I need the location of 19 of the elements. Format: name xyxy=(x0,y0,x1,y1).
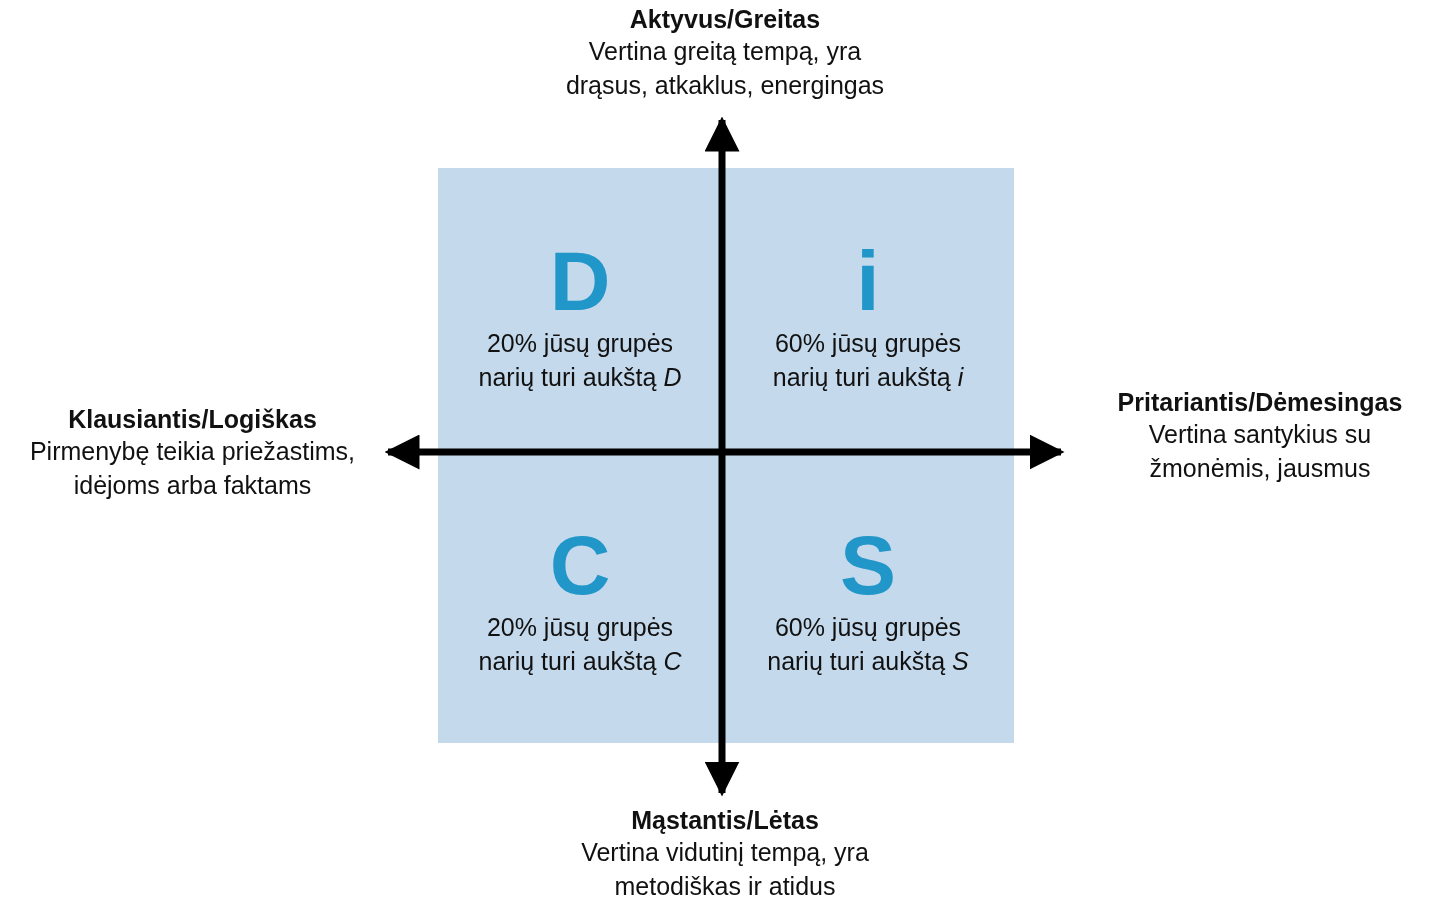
vertical-axis-arrow xyxy=(704,116,740,797)
quadrant-letter: i xyxy=(856,236,880,326)
quadrant-letter: D xyxy=(549,236,611,326)
axis-heading: Pritariantis/Dėmesingas xyxy=(1117,388,1403,417)
quadrant-letter: C xyxy=(549,520,611,610)
axis-description: Vertina greitą tempą, yra drąsus, atkaklus, energingas xyxy=(564,36,886,101)
quadrant-description: 20% jūsų grupės narių turi aukštą D xyxy=(477,328,683,393)
axis-description: Vertina vidutinį tempą, yra metodiškas ir atidus xyxy=(580,837,870,902)
axis-description: Vertina santykius su žmonėmis, jausmus xyxy=(1147,419,1373,484)
quadrant-description: 60% jūsų grupės narių turi aukštą i xyxy=(771,328,965,393)
axis-heading: Klausiantis/Logiškas xyxy=(68,405,317,434)
axis-heading: Mąstantis/Lėtas xyxy=(631,806,819,835)
axis-heading: Aktyvus/Greitas xyxy=(629,5,821,34)
quadrant-description: 60% jūsų grupės narių turi aukštą S xyxy=(766,612,970,677)
horizontal-axis-arrow xyxy=(384,434,1065,470)
quadrant-description: 20% jūsų grupės narių turi aukštą C xyxy=(477,612,683,677)
quadrant-letter: S xyxy=(840,520,896,610)
quadrant-panel xyxy=(438,168,722,452)
axis-description: Pirmenybę teikia priežastims, idėjoms arba faktams xyxy=(28,436,357,501)
